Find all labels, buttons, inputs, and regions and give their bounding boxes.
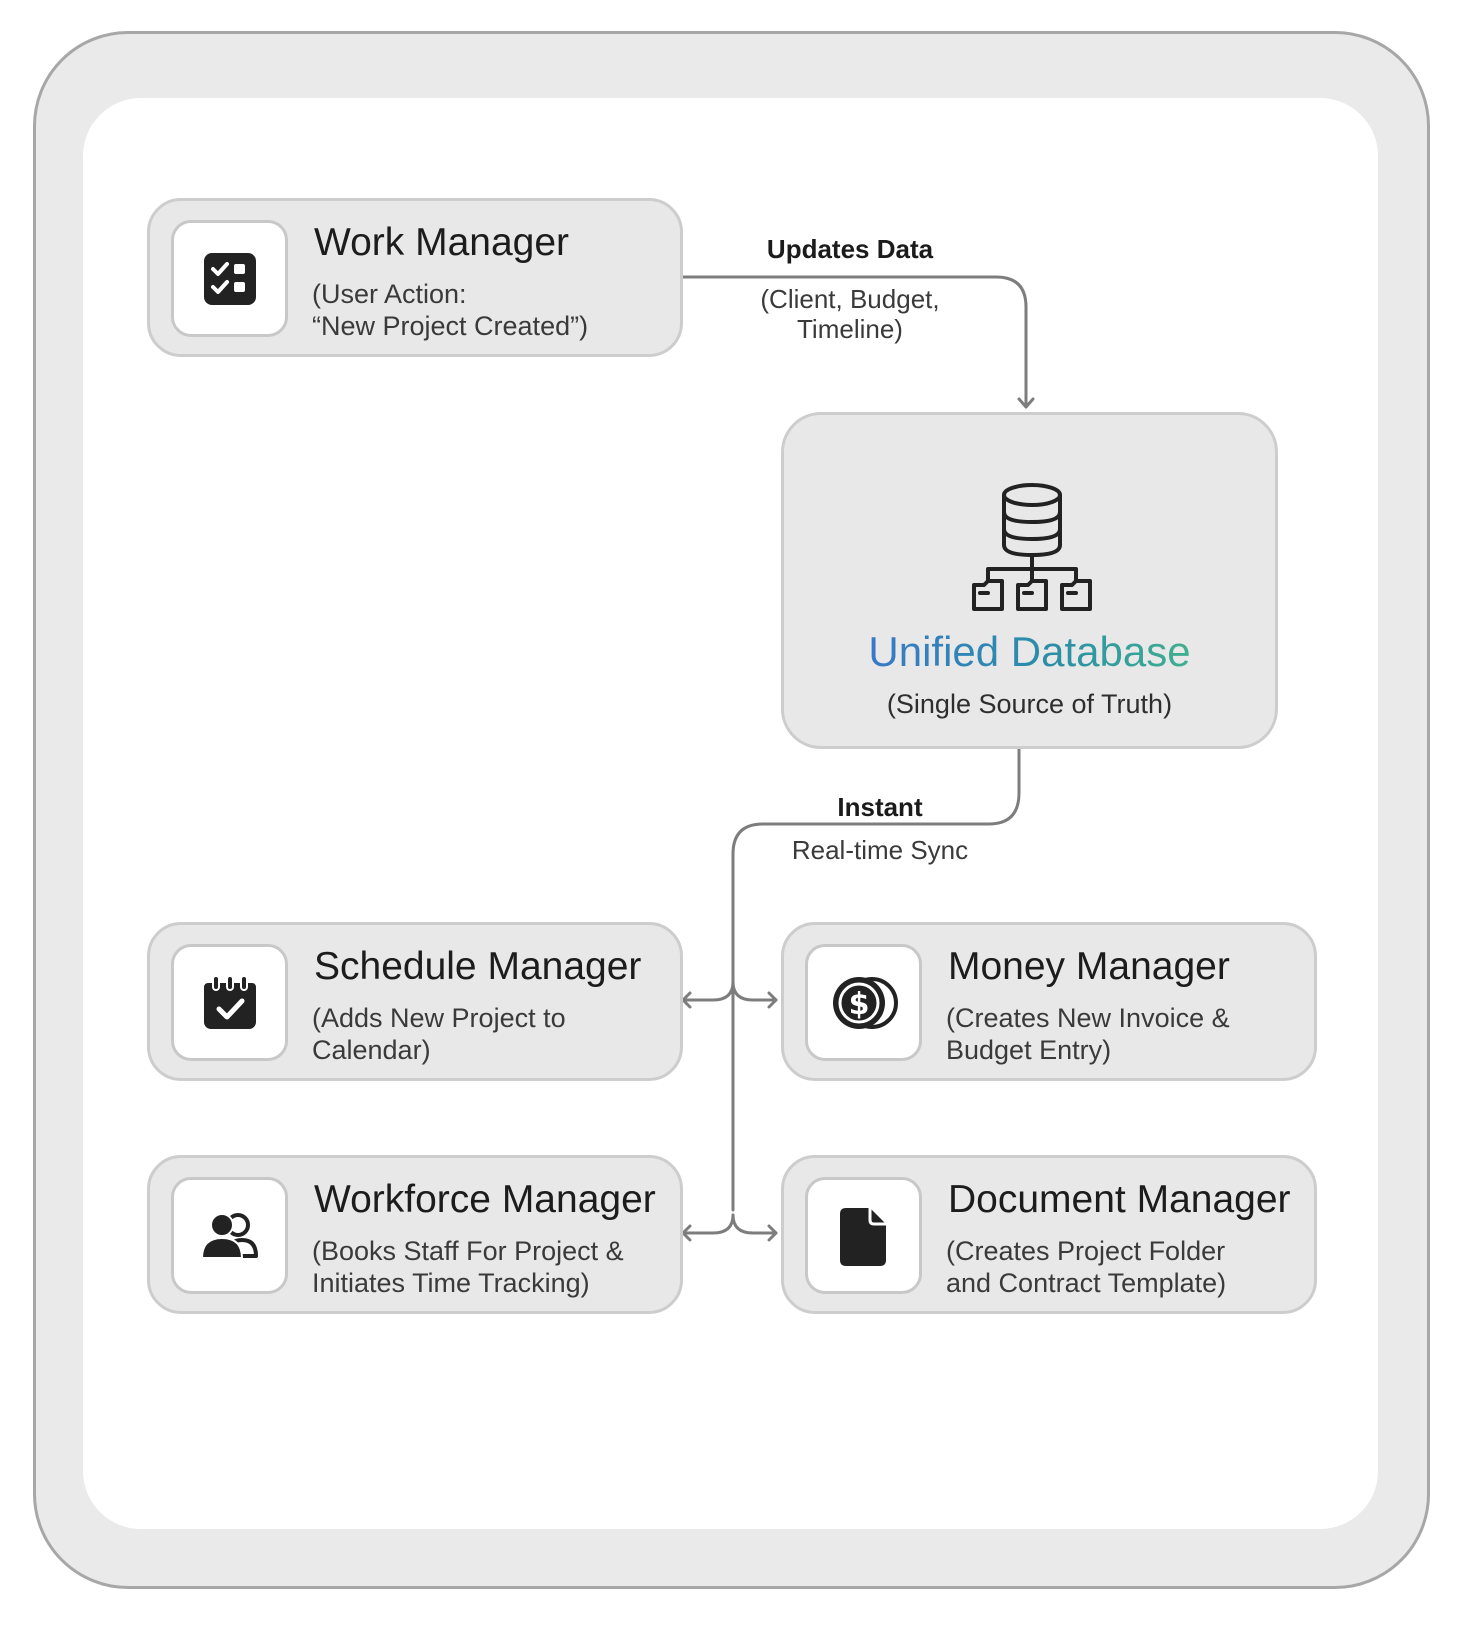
- arrowhead-schedule: [681, 991, 692, 1009]
- connector-to-money: [731, 980, 778, 1002]
- work-manager-subtitle: (User Action: “New Project Created”): [312, 279, 589, 341]
- schedule-manager-title: Schedule Manager: [314, 945, 642, 988]
- workforce-manager-card[interactable]: Workforce Manager (Books Staff For Proje…: [147, 1155, 683, 1314]
- work-manager-icon-box: [171, 220, 288, 337]
- document-manager-subtitle: (Creates Project Folder and Contract Tem…: [946, 1236, 1227, 1298]
- database-card[interactable]: Unified Database (Single Source of Truth…: [781, 412, 1278, 749]
- users-icon: [200, 1212, 258, 1259]
- connector-to-document: [731, 1213, 778, 1235]
- connector-work-to-database: [681, 275, 1028, 407]
- connector-to-schedule: [681, 980, 735, 1002]
- document-icon: [839, 1207, 886, 1266]
- document-manager-card[interactable]: Document Manager (Creates Project Folder…: [781, 1155, 1317, 1314]
- work-manager-title: Work Manager: [314, 221, 570, 264]
- connector-to-workforce: [681, 1213, 735, 1235]
- edge-updates-detail: (Client, Budget, Timeline): [760, 284, 940, 344]
- edge-sync-label: Instant: [837, 792, 923, 822]
- coins-dollar-icon: $: [832, 976, 898, 1029]
- arrowhead-workforce: [681, 1224, 692, 1242]
- schedule-manager-subtitle: (Adds New Project to Calendar): [312, 1003, 566, 1065]
- workforce-manager-icon-box: [171, 1177, 288, 1294]
- work-manager-card[interactable]: Work Manager (User Action: “New Project …: [147, 198, 683, 357]
- money-manager-title: Money Manager: [948, 945, 1230, 988]
- database-subtitle: (Single Source of Truth): [886, 689, 1173, 719]
- arrowhead-money: [767, 991, 778, 1009]
- workforce-manager-subtitle: (Books Staff For Project & Initiates Tim…: [312, 1236, 624, 1298]
- schedule-manager-icon-box: [171, 944, 288, 1061]
- arrowhead-document: [767, 1224, 778, 1242]
- checklist-icon: [203, 252, 256, 305]
- document-manager-title: Document Manager: [948, 1178, 1291, 1221]
- connector-database-to-trunk: [731, 747, 1021, 1212]
- document-manager-icon-box: [805, 1177, 922, 1294]
- money-manager-subtitle: (Creates New Invoice & Budget Entry): [946, 1003, 1230, 1065]
- money-manager-icon-box: $: [805, 944, 922, 1061]
- calendar-check-icon: [203, 974, 256, 1029]
- svg-text:$: $: [848, 987, 869, 1022]
- schedule-manager-card[interactable]: Schedule Manager (Adds New Project to Ca…: [147, 922, 683, 1081]
- edge-sync-detail: Real-time Sync: [791, 835, 969, 865]
- money-manager-card[interactable]: $ Money Manager (Creates New Invoice & B…: [781, 922, 1317, 1081]
- edge-updates-label: Updates Data: [766, 234, 934, 264]
- arrowhead-database: [1017, 397, 1035, 409]
- database-title: Unified Database: [784, 628, 1275, 676]
- workforce-manager-title: Workforce Manager: [314, 1178, 656, 1221]
- database-network-icon: [972, 483, 1092, 611]
